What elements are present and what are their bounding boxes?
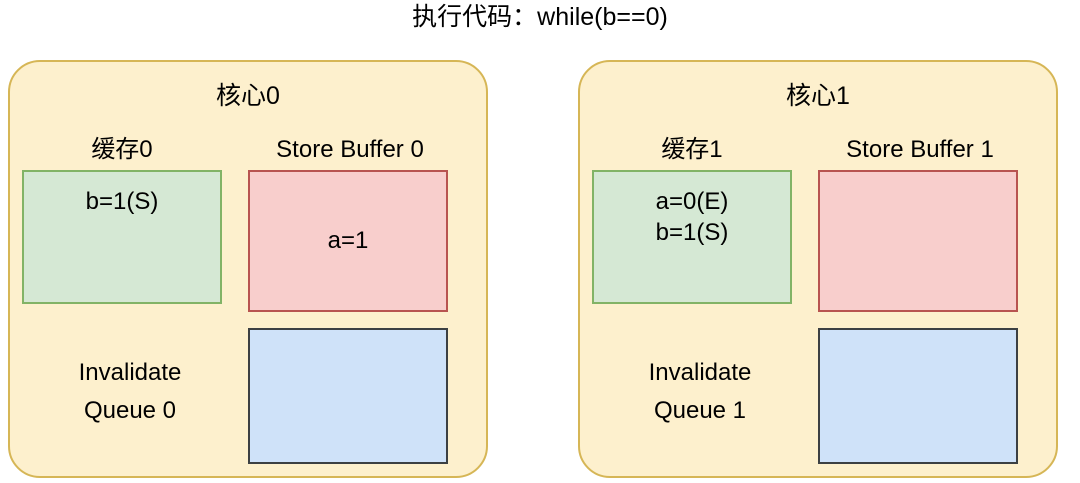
core-1-invalidate-queue-label: Invalidate Queue 1 (648, 359, 752, 424)
core-0-invalidate-queue-label: Invalidate Queue 0 (78, 359, 182, 424)
core-0-store-buffer-contents: a=1 (327, 227, 369, 254)
core-1-invalidate-queue-box (818, 328, 1018, 464)
core-1-cache-contents: a=0(E) b=1(S) (655, 188, 729, 246)
core-1-container: 核心1 缓存1 Store Buffer 1 a=0(E) b=1(S) Inv… (578, 60, 1058, 478)
core-1-store-buffer-contents (820, 172, 1016, 310)
core-0-cache-box: b=1(S) (22, 170, 222, 304)
core-0-title: 核心0 (216, 82, 280, 110)
core-0-invalidate-queue-contents (250, 330, 446, 462)
core-0-container: 核心0 缓存0 Store Buffer 0 b=1(S) a=1 Invali… (8, 60, 488, 478)
core-1-cache-box: a=0(E) b=1(S) (592, 170, 792, 304)
core-1-cache-label: 缓存1 (661, 136, 723, 163)
diagram-title: 执行代码：while(b==0) (412, 3, 668, 31)
core-0-cache-contents: b=1(S) (85, 188, 159, 215)
core-1-title: 核心1 (786, 82, 850, 110)
core-1-invalidate-queue-contents (820, 330, 1016, 462)
core-0-cache-label: 缓存0 (91, 136, 153, 163)
core-1-store-buffer-label: Store Buffer 1 (846, 136, 994, 163)
core-1-store-buffer-box (818, 170, 1018, 312)
core-0-store-buffer-box: a=1 (248, 170, 448, 312)
core-0-invalidate-queue-box (248, 328, 448, 464)
core-0-store-buffer-label: Store Buffer 0 (276, 136, 424, 163)
